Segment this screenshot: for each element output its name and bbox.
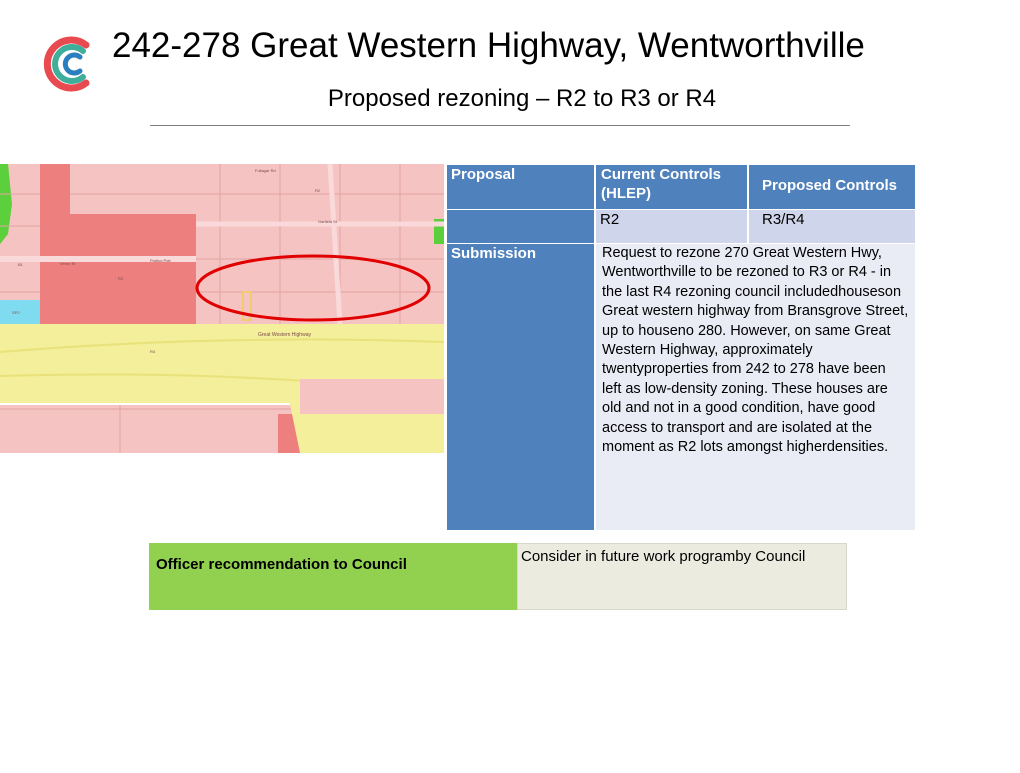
title-divider xyxy=(150,125,850,126)
map-label-r2: R2 xyxy=(315,188,321,193)
current-zoning-value: R2 xyxy=(596,210,747,243)
map-green-area-left xyxy=(0,164,12,244)
recommendation-value: Consider in future work programby Counci… xyxy=(517,543,847,610)
map-label-veron: Veron St xyxy=(60,261,76,266)
header-proposal: Proposal xyxy=(447,165,594,209)
map-label-r3: R3 xyxy=(118,276,124,281)
map-label-garfield: Garfield St xyxy=(318,219,338,224)
proposal-zoning-cell xyxy=(447,210,594,243)
map-zone-sp2 xyxy=(0,300,40,324)
submission-label: Submission xyxy=(447,244,594,530)
zoning-map: Great Western Highway Fullagar Rd Portic… xyxy=(0,164,444,453)
council-logo xyxy=(43,36,90,92)
map-green-area-right xyxy=(434,219,444,244)
page-subtitle: Proposed rezoning – R2 to R3 or R4 xyxy=(327,85,717,112)
map-label-highway: Great Western Highway xyxy=(258,332,311,338)
map-zone-r4 xyxy=(40,214,196,334)
recommendation-label: Officer recommendation to Council xyxy=(149,543,517,610)
map-label-portico: Portico Pde xyxy=(150,258,171,263)
map-highlight-ellipse xyxy=(195,254,431,322)
map-label-b1: B1 xyxy=(18,262,24,267)
map-label-fullagar: Fullagar Rd xyxy=(255,168,276,173)
header-proposed-controls: Proposed Controls xyxy=(749,165,915,209)
page-title: 242-278 Great Western Highway, Wentworth… xyxy=(112,26,865,65)
submission-text: Request to rezone 270 Great Western Hwy,… xyxy=(596,244,915,530)
map-label-sp2: SP2 xyxy=(12,310,20,315)
header-current-controls: Current Controls (HLEP) xyxy=(596,165,747,209)
map-highway xyxy=(0,324,444,453)
proposed-zoning-value: R3/R4 xyxy=(749,210,915,243)
map-label-r4: R4 xyxy=(150,349,156,354)
